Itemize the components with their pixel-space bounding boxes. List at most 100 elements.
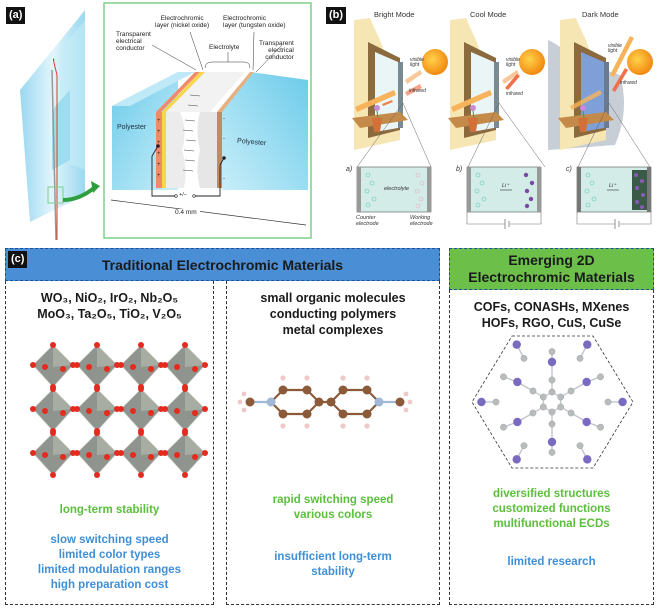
oxygen-atom bbox=[74, 406, 80, 412]
metal-node bbox=[583, 455, 592, 464]
metal-node bbox=[513, 377, 522, 387]
working-electrode-label: Working electrode bbox=[410, 215, 433, 227]
emerging-materials-list: COFs, CONASHs, MXenes HOFs, RGO, CuS, Cu… bbox=[473, 300, 630, 330]
carbon-atom bbox=[362, 409, 372, 419]
callout-electrolyte: Electrolyte bbox=[209, 44, 240, 51]
carbon-atom bbox=[395, 397, 405, 407]
window-scene-cool bbox=[448, 18, 546, 168]
oxygen-atom bbox=[30, 362, 36, 368]
counter-electrode-label: Counter electrode bbox=[356, 215, 379, 227]
cell-b-tag: b) bbox=[456, 166, 463, 173]
mode-title-bright: Bright Mode bbox=[374, 10, 415, 19]
cell-b-ion-label: Li⁺ bbox=[502, 183, 510, 189]
oxygen-atom bbox=[94, 472, 100, 478]
hydrogen-atom bbox=[280, 423, 286, 429]
oxygen-atom bbox=[42, 364, 48, 370]
metal-node bbox=[513, 417, 522, 427]
hydrogen-atom bbox=[241, 407, 247, 413]
nitrogen-atom bbox=[266, 397, 276, 407]
lattice-atom bbox=[548, 408, 556, 416]
cool-infrared-label: infrared bbox=[506, 91, 523, 97]
emerging-advantages: diversified structures customized functi… bbox=[492, 488, 611, 530]
metal-oxide-lattice bbox=[30, 342, 208, 478]
octahedron-face bbox=[185, 433, 205, 455]
metal-node bbox=[547, 437, 557, 447]
octahedron-face bbox=[185, 345, 205, 367]
oxygen-atom bbox=[182, 386, 188, 392]
lattice-atom bbox=[539, 403, 547, 411]
cell-c-ion-label: Li⁺ bbox=[609, 183, 617, 189]
carbon-atom bbox=[326, 397, 336, 407]
carbon-atom bbox=[338, 385, 348, 395]
lattice-atom bbox=[557, 393, 565, 401]
hydrogen-atom bbox=[403, 407, 409, 413]
carbon-atom bbox=[278, 409, 288, 419]
oxygen-atom bbox=[162, 362, 168, 368]
cell-a-tag: a) bbox=[346, 166, 353, 173]
device-cross-section: +++ +++ ---- bbox=[110, 31, 308, 226]
metal-node bbox=[582, 417, 591, 427]
cell-c bbox=[576, 166, 652, 229]
oxygen-atom bbox=[104, 454, 110, 460]
hydrogen-atom bbox=[340, 423, 346, 429]
carbon-atom bbox=[338, 409, 348, 419]
oxygen-atom bbox=[42, 408, 48, 414]
metal-node bbox=[512, 455, 521, 464]
organic-disadvantages: insufficient long-term stability bbox=[274, 551, 392, 578]
oxygen-atom bbox=[202, 362, 208, 368]
inorganic-advantages: long-term stability bbox=[59, 504, 160, 516]
metal-node bbox=[547, 357, 557, 367]
traditional-materials-title: Traditional Electrochromic Materials bbox=[101, 257, 344, 273]
oxygen-atom bbox=[192, 454, 198, 460]
svg-text:-: - bbox=[223, 176, 225, 182]
lattice-atom bbox=[548, 449, 556, 456]
oxygen-atom bbox=[60, 410, 66, 416]
inorganic-materials-list: WO₃, NiO₂, IrO₂, Nb₂O₅ MoO₃, Ta₂O₅, TiO₂… bbox=[37, 291, 182, 321]
oxygen-atom bbox=[130, 408, 136, 414]
hydrogen-atom bbox=[407, 399, 413, 405]
lattice-atom bbox=[539, 393, 547, 401]
cell-a bbox=[356, 166, 432, 213]
oxygen-atom bbox=[130, 452, 136, 458]
svg-text:-: - bbox=[223, 116, 225, 122]
carbon-atom bbox=[314, 397, 324, 407]
oxygen-atom bbox=[202, 406, 208, 412]
oxygen-atom bbox=[42, 452, 48, 458]
oxygen-atom bbox=[192, 366, 198, 372]
nitrogen-atom bbox=[374, 397, 384, 407]
oxygen-atom bbox=[138, 430, 144, 436]
inorganic-disadvantages: slow switching speed limited color types… bbox=[37, 534, 182, 591]
oxygen-atom bbox=[94, 430, 100, 436]
metal-node bbox=[477, 397, 486, 407]
lattice-atom bbox=[567, 387, 575, 395]
oxygen-atom bbox=[118, 450, 124, 456]
oxygen-atom bbox=[138, 342, 144, 348]
window-scene-bright bbox=[352, 18, 448, 168]
lattice-atom bbox=[597, 373, 604, 381]
octahedron-face bbox=[97, 433, 117, 455]
cell-a-electrolyte-label: electrolyte bbox=[384, 186, 410, 192]
oxygen-atom bbox=[148, 454, 154, 460]
oxygen-atom bbox=[30, 450, 36, 456]
lattice-atom bbox=[548, 420, 556, 428]
hydrogen-atom bbox=[280, 375, 286, 381]
organic-materials-list: small organic molecules conducting polym… bbox=[260, 291, 406, 337]
lattice-atom bbox=[529, 409, 537, 417]
oxygen-atom bbox=[174, 408, 180, 414]
label-voltage: +/− bbox=[179, 192, 187, 198]
emerging-2d-column bbox=[449, 290, 654, 605]
oxygen-atom bbox=[94, 342, 100, 348]
oxygen-atom bbox=[182, 342, 188, 348]
oxygen-atom bbox=[30, 406, 36, 412]
carbon-atom bbox=[362, 385, 372, 395]
octahedron-face bbox=[141, 389, 161, 411]
metal-node bbox=[582, 377, 591, 387]
traditional-materials-header: Traditional Electrochromic Materials bbox=[5, 248, 440, 281]
oxygen-atom bbox=[50, 472, 56, 478]
oxygen-atom bbox=[162, 406, 168, 412]
oxygen-atom bbox=[118, 406, 124, 412]
